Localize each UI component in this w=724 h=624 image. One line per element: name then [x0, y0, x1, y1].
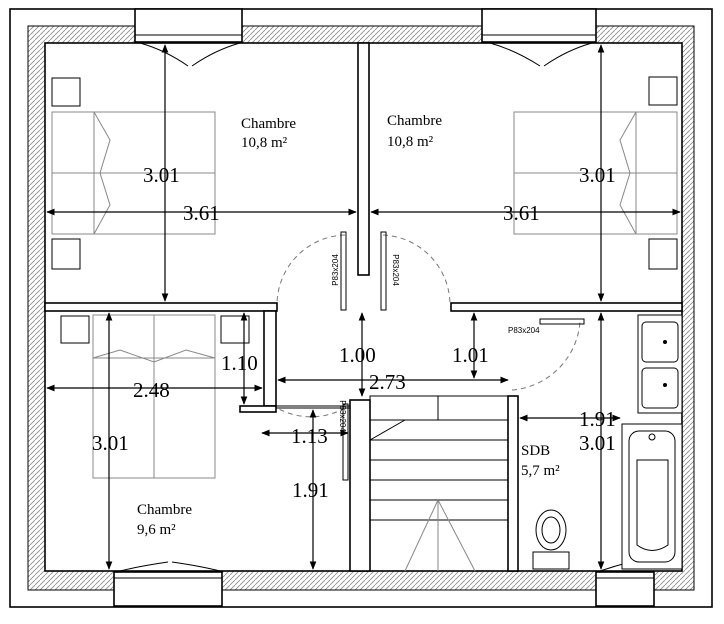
dimension-label: 3.01: [579, 163, 616, 187]
dimension-label: 1.13: [291, 424, 328, 448]
door-code-label: P83x204: [331, 254, 340, 286]
nightstand-icon: [51, 238, 81, 270]
door-code-label: P83x204: [391, 254, 400, 286]
interior-walls: [44, 42, 683, 572]
sink-icon: [637, 314, 683, 414]
dimension-label: 2.73: [369, 370, 406, 394]
room-area: 10,8 m²: [387, 134, 434, 150]
dimension-label: 1.91: [579, 407, 616, 431]
bathtub-icon: [621, 423, 683, 570]
dimension-label: 3.61: [503, 201, 540, 225]
room-area: 9,6 m²: [137, 522, 176, 538]
windows: [113, 8, 655, 607]
room-name: Chambre: [387, 113, 442, 129]
room-name: Chambre: [241, 116, 296, 132]
dimension-label: 1.01: [452, 343, 489, 367]
room-area: 5,7 m²: [521, 463, 560, 479]
dimension-label: 3.01: [143, 163, 180, 187]
dimension-label: 3.61: [183, 201, 220, 225]
staircase: [369, 395, 509, 572]
dimension-label: 1.00: [339, 343, 376, 367]
doors: [276, 231, 585, 481]
dimension-label: 3.01: [579, 431, 616, 455]
nightstand-icon: [648, 238, 678, 270]
dimension-label: 1.91: [292, 478, 329, 502]
nightstand-icon: [60, 315, 90, 344]
toilet-icon: [532, 509, 570, 570]
nightstand-icon: [220, 315, 250, 344]
nightstand-icon: [51, 77, 81, 107]
dimension-label: 2.48: [133, 378, 170, 402]
room-area: 10,8 m²: [241, 135, 288, 151]
door-code-label: P83x204: [508, 326, 540, 335]
room-name: Chambre: [137, 502, 192, 518]
door-code-label: P83x204: [338, 400, 347, 432]
dimension-lines: [46, 44, 681, 570]
dimension-label: 1.10: [221, 351, 258, 375]
dimension-label: 3.01: [92, 431, 129, 455]
room-name: SDB: [521, 443, 550, 459]
nightstand-icon: [648, 76, 678, 106]
